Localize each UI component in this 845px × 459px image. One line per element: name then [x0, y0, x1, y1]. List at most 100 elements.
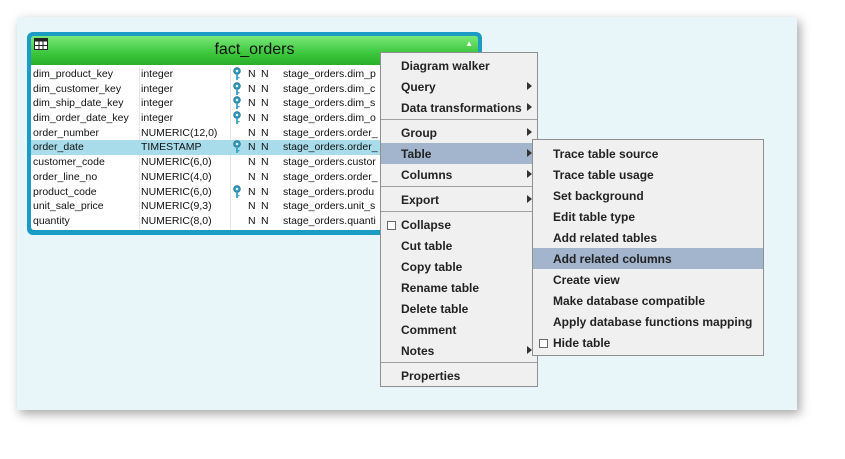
key-icon [233, 67, 241, 80]
column-type: integer [141, 68, 174, 80]
column-source: stage_orders.produ [283, 185, 375, 198]
menu-item-label: Properties [401, 369, 461, 383]
menu-item-label: Notes [401, 344, 435, 358]
column-name: unit_sale_price [33, 200, 104, 213]
menu-item-label: Create view [553, 273, 620, 287]
nullable-flag: N [261, 170, 269, 183]
menu-item-diagram-walker[interactable]: Diagram walker [381, 55, 537, 76]
column-name: order_line_no [33, 170, 98, 183]
table-grid-icon[interactable] [34, 38, 48, 50]
nullable-flag: N [248, 170, 256, 183]
column-type: integer [141, 82, 174, 95]
menu-separator [381, 119, 537, 120]
column-type: integer [141, 97, 174, 110]
menu-item-apply-database-functions-mapping[interactable]: Apply database functions mapping [533, 311, 763, 332]
menu-item-add-related-tables[interactable]: Add related tables [533, 227, 763, 248]
nullable-flag: N [248, 185, 256, 198]
menu-item-set-background[interactable]: Set background [533, 185, 763, 206]
submenu-arrow-icon [527, 346, 532, 354]
menu-separator [381, 362, 537, 363]
nullable-flag: N [261, 214, 269, 227]
menu-item-label: Export [401, 193, 440, 207]
column-name: order_date [33, 141, 84, 154]
column-name: dim_product_key [33, 68, 113, 80]
menu-item-group[interactable]: Group [381, 122, 537, 143]
menu-item-trace-table-source[interactable]: Trace table source [533, 143, 763, 164]
menu-item-label: Collapse [401, 218, 452, 232]
submenu-arrow-icon [527, 103, 532, 111]
menu-item-columns[interactable]: Columns [381, 164, 537, 185]
submenu-arrow-icon [527, 170, 532, 178]
menu-item-delete-table[interactable]: Delete table [381, 298, 537, 319]
menu-item-notes[interactable]: Notes [381, 340, 537, 361]
key-icon [233, 140, 241, 154]
menu-item-data-transformations[interactable]: Data transformations [381, 97, 537, 118]
checkbox-icon[interactable] [539, 339, 548, 348]
menu-separator [381, 186, 537, 187]
menu-item-query[interactable]: Query [381, 76, 537, 97]
column-type: TIMESTAMP [141, 141, 202, 154]
menu-item-cut-table[interactable]: Cut table [381, 235, 537, 256]
menu-item-label: Comment [401, 323, 457, 337]
menu-item-comment[interactable]: Comment [381, 319, 537, 340]
menu-item-properties[interactable]: Properties [381, 365, 537, 386]
menu-item-export[interactable]: Export [381, 189, 537, 210]
menu-item-label: Hide table [553, 336, 611, 350]
column-source: stage_orders.dim_c [283, 82, 376, 95]
nullable-flag: N [261, 126, 269, 139]
menu-item-label: Add related tables [553, 231, 658, 245]
menu-item-make-database-compatible[interactable]: Make database compatible [533, 290, 763, 311]
key-icon [233, 111, 241, 125]
menu-item-label: Group [401, 126, 437, 140]
menu-item-rename-table[interactable]: Rename table [381, 277, 537, 298]
nullable-flag: N [261, 97, 269, 110]
menu-item-create-view[interactable]: Create view [533, 269, 763, 290]
menu-item-label: Edit table type [553, 210, 636, 224]
column-type: NUMERIC(4,0) [141, 170, 212, 183]
column-type: NUMERIC(12,0) [141, 126, 218, 139]
column-type: NUMERIC(6,0) [141, 185, 212, 198]
menu-item-add-related-columns[interactable]: Add related columns [533, 248, 763, 269]
column-source: stage_orders.order_ [283, 170, 378, 183]
column-type: integer [141, 112, 174, 125]
menu-item-trace-table-usage[interactable]: Trace table usage [533, 164, 763, 185]
nullable-flag: N [248, 68, 256, 80]
key-icon [233, 184, 241, 198]
nullable-flag: N [248, 141, 256, 154]
key-icon [233, 81, 241, 95]
menu-item-label: Columns [401, 168, 453, 182]
checkbox-icon[interactable] [387, 221, 396, 230]
nullable-flag: N [248, 156, 256, 169]
menu-item-table[interactable]: Table [381, 143, 537, 164]
menu-item-edit-table-type[interactable]: Edit table type [533, 206, 763, 227]
menu-item-hide-table[interactable]: Hide table [533, 332, 763, 353]
triangle-up-icon[interactable]: ▲ [465, 39, 473, 48]
nullable-flag: N [261, 200, 269, 213]
menu-separator [381, 211, 537, 212]
menu-item-label: Set background [553, 189, 644, 203]
nullable-flag: N [261, 141, 269, 154]
nullable-flag: N [261, 185, 269, 198]
menu-item-label: Copy table [401, 260, 463, 274]
menu-item-label: Query [401, 80, 436, 94]
column-name: dim_ship_date_key [33, 97, 124, 110]
column-source: stage_orders.order_ [283, 141, 378, 154]
column-source: stage_orders.dim_s [283, 97, 376, 110]
menu-item-collapse[interactable]: Collapse [381, 214, 537, 235]
column-type: NUMERIC(6,0) [141, 156, 212, 169]
nullable-flag: N [261, 112, 269, 125]
column-name: dim_order_date_key [33, 112, 129, 125]
menu-item-copy-table[interactable]: Copy table [381, 256, 537, 277]
table-title: fact_orders [214, 41, 295, 58]
